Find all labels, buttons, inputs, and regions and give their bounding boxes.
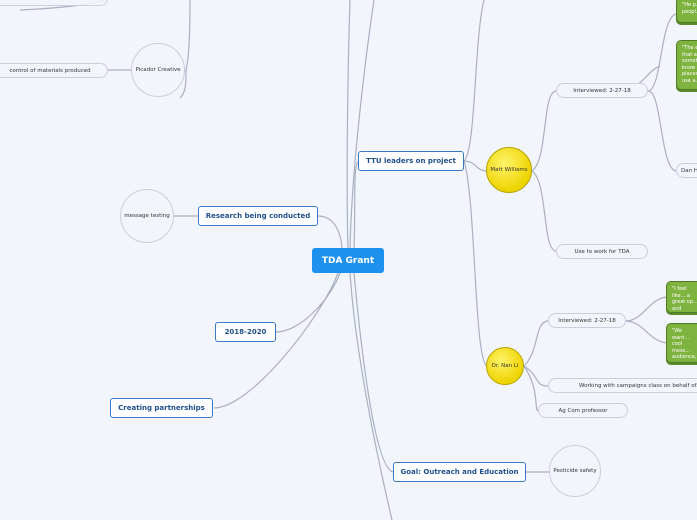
nan-interviewed[interactable]: Interviewed: 2-27-18 [548, 313, 626, 328]
matt-dan[interactable]: Dan H... [676, 163, 697, 178]
matt-interviewed[interactable]: Interviewed: 2-27-18 [556, 83, 648, 98]
branch-years[interactable]: 2018-2020 [215, 322, 276, 342]
branch-outreach[interactable]: Goal: Outreach and Education [393, 462, 526, 482]
matt-used-to-work[interactable]: Use to work for TDA [556, 244, 648, 259]
subtopic-message-testing[interactable]: message testing [120, 189, 174, 243]
subtopic-control-materials[interactable]: control of materials produced [0, 63, 108, 78]
subtopic-pesticide-safety[interactable]: Pesticide safety [549, 445, 601, 497]
nan-ag-com[interactable]: Ag Com professor [538, 403, 628, 418]
nan-campaigns[interactable]: Working with campaigns class on behalf o… [548, 378, 697, 393]
branch-partnerships[interactable]: Creating partnerships [110, 398, 213, 418]
branch-research[interactable]: Research being conducted [198, 206, 318, 226]
subtopic-picador[interactable]: Picador Creative [131, 43, 185, 97]
branch-ttu-leaders[interactable]: TTU leaders on project [358, 151, 464, 171]
matt-quote-2[interactable]: "The e... that a... someti... know ... p… [676, 40, 697, 90]
person-nan-li[interactable]: Dr. Nan Li [486, 347, 524, 385]
person-matt-williams[interactable]: Matt Williams [486, 147, 532, 193]
subtopic-cut-off-top[interactable] [0, 0, 108, 6]
matt-quote-1[interactable]: "He p... peopl... [676, 0, 697, 23]
nan-quote-2[interactable]: "We want... cool mess... audience,... ou… [666, 323, 697, 363]
nan-quote-1[interactable]: "I feel like... a great op... and skills… [666, 281, 697, 313]
central-topic[interactable]: TDA Grant [312, 248, 384, 273]
